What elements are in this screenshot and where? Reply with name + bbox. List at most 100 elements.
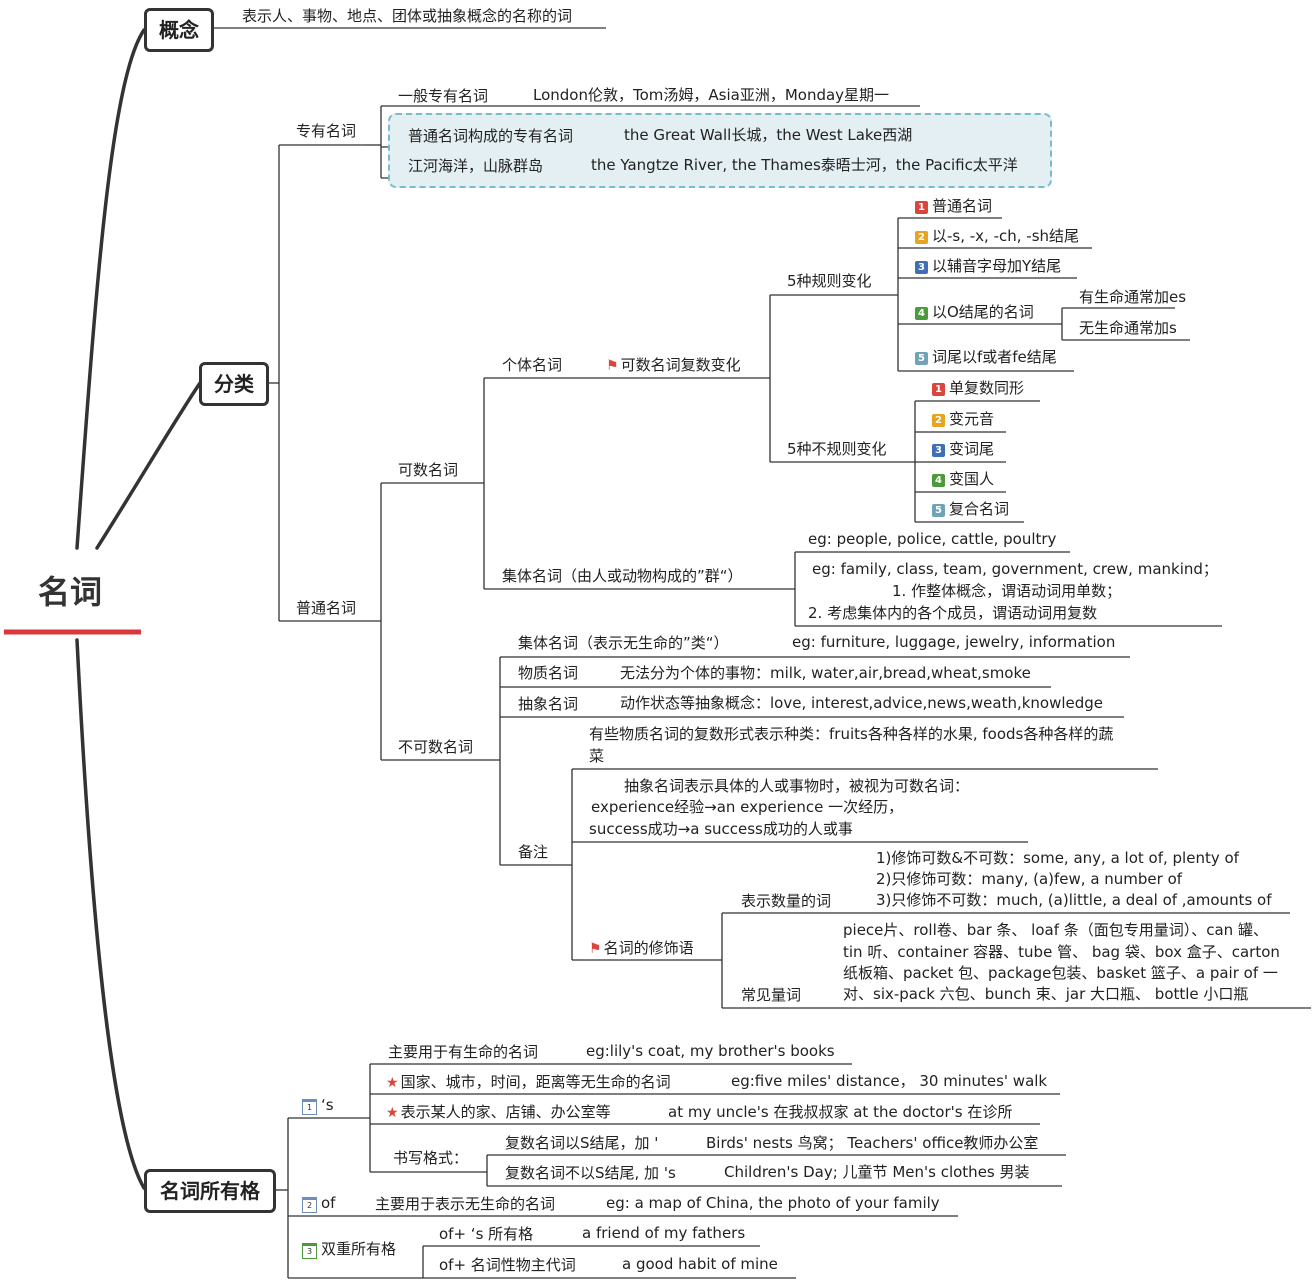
plural-change-node[interactable]: ⚑可数名词复数变化 [606, 355, 741, 376]
proper-item-3-label[interactable]: 江河海洋，山脉群岛 [408, 157, 544, 175]
topic-concept[interactable]: 概念 [144, 8, 214, 52]
s-item-2-label[interactable]: ★国家、城市，时间，距离等无生命的名词 [386, 1072, 671, 1093]
regular-item-2-label: 以-s, -x, -ch, -sh结尾 [932, 227, 1080, 245]
measure-line-3: 纸板箱、packet 包、package包装、basket 篮子、a pair … [843, 964, 1278, 982]
proper-item-2-label[interactable]: 普通名词构成的专有名词 [408, 127, 574, 145]
of-possessive-example: eg: a map of China, the photo of your fa… [606, 1194, 940, 1212]
double-item-1-label[interactable]: of+ ‘s 所有格 [439, 1225, 534, 1243]
topic-possessive[interactable]: 名词所有格 [144, 1169, 276, 1213]
writing-format-node[interactable]: 书写格式： [393, 1149, 469, 1167]
s-item-3-example: at my uncle's 在我叔叔家 at the doctor's 在诊所 [668, 1103, 1013, 1121]
uncountable-collective-example: eg: furniture, luggage, jewelry, informa… [792, 633, 1116, 651]
s-item-3-label[interactable]: ★表示某人的家、店铺、办公室等 [386, 1102, 611, 1123]
concept-text: 表示人、事物、地点、团体或抽象概念的名称的词 [242, 7, 573, 25]
regular-item-3-label: 以辅音字母加Y结尾 [932, 257, 1062, 275]
note-2-line-3: success成功→a success成功的人或事 [589, 820, 853, 838]
irregular-item-3[interactable]: 3 变词尾 [932, 439, 994, 459]
collective-eg-2-line-1: eg: family, class, team, government, cre… [812, 560, 1218, 578]
proper-item-2-example: the Great Wall长城，the West Lake西湖 [624, 126, 913, 144]
proper-item-3-example: the Yangtze River, the Thames泰晤士河，the Pa… [591, 156, 1018, 174]
s-possessive-label: ‘s [321, 1096, 334, 1114]
red-flag-icon: ⚑ [606, 358, 619, 374]
o-sub-inanimate[interactable]: 无生命通常加s [1079, 319, 1177, 337]
collective-eg-2-line-2: 1. 作整体概念，谓语动词用单数； [892, 582, 1122, 600]
s-item-1-label[interactable]: 主要用于有生命的名词 [388, 1043, 539, 1061]
priority-5-icon: 5 [932, 504, 945, 517]
priority-4-icon: 4 [932, 474, 945, 487]
irregular-item-5-label: 复合名词 [949, 500, 1010, 518]
red-star-icon: ★ [386, 1075, 399, 1091]
of-possessive-desc[interactable]: 主要用于表示无生命的名词 [375, 1195, 556, 1213]
calendar-icon: 2 [302, 1197, 317, 1213]
red-star-icon: ★ [386, 1105, 399, 1121]
topic-classify[interactable]: 分类 [199, 362, 269, 406]
uncountable-collective-label[interactable]: 集体名词（表示无生命的”类“） [518, 634, 729, 652]
irregular-item-4-label: 变国人 [949, 470, 995, 488]
material-noun-label[interactable]: 物质名词 [518, 664, 579, 682]
note-1-line-2: 菜 [589, 747, 605, 765]
priority-4-icon: 4 [915, 307, 928, 320]
double-item-1-example: a friend of my fathers [582, 1224, 746, 1242]
regular-item-4[interactable]: 4 以O结尾的名词 [915, 302, 1034, 322]
s-item-1-example: eg:lily's coat, my brother's books [586, 1042, 835, 1060]
irregular-item-1[interactable]: 1 单复数同形 [932, 378, 1024, 398]
root-topic[interactable]: 名词 [38, 573, 103, 611]
proper-item-1-label[interactable]: 一般专有名词 [398, 87, 489, 105]
measure-words-label[interactable]: 常见量词 [741, 986, 802, 1004]
common-noun-node[interactable]: 普通名词 [296, 599, 357, 617]
quantity-line-3: 3)只修饰不可数：much, (a)little, a deal of ,amo… [876, 891, 1272, 909]
notes-node[interactable]: 备注 [518, 843, 549, 861]
regular-item-4-label: 以O结尾的名词 [932, 303, 1034, 321]
highlight-boundary [388, 113, 1052, 188]
calendar-icon: 3 [302, 1243, 317, 1259]
double-item-2-label[interactable]: of+ 名词性物主代词 [439, 1256, 576, 1274]
regular-change-node[interactable]: 5种规则变化 [787, 272, 872, 290]
measure-line-4: 对、six-pack 六包、bunch 束、jar 大口瓶、 bottle 小口… [843, 985, 1249, 1003]
irregular-item-4[interactable]: 4 变国人 [932, 469, 994, 489]
uncountable-node[interactable]: 不可数名词 [398, 738, 474, 756]
modifiers-node[interactable]: ⚑名词的修饰语 [589, 938, 694, 959]
irregular-change-node[interactable]: 5种不规则变化 [787, 440, 887, 458]
measure-line-2: tin 听、container 容器、tube 管、 bag 袋、box 盒子、… [843, 943, 1280, 961]
plural-change-label: 可数名词复数变化 [620, 356, 741, 374]
note-2-line-1: 抽象名词表示具体的人或事物时，被视为可数名词： [624, 777, 970, 795]
double-item-2-example: a good habit of mine [622, 1255, 778, 1273]
irregular-item-2-label: 变元音 [949, 410, 995, 428]
proper-noun-node[interactable]: 专有名词 [296, 122, 357, 140]
s-item-3-text: 表示某人的家、店铺、办公室等 [400, 1103, 611, 1121]
writing-item-1-label[interactable]: 复数名词以S结尾，加 ' [505, 1134, 659, 1152]
writing-item-2-label[interactable]: 复数名词不以S结尾, 加 's [505, 1164, 676, 1182]
abstract-noun-label[interactable]: 抽象名词 [518, 695, 579, 713]
collective-countable-node[interactable]: 集体名词（由人或动物构成的”群“） [502, 567, 743, 585]
irregular-item-1-label: 单复数同形 [949, 379, 1025, 397]
quantity-line-2: 2)只修饰可数：many, (a)few, a number of [876, 870, 1183, 888]
modifiers-label: 名词的修饰语 [603, 939, 694, 957]
measure-line-1: piece片、roll卷、bar 条、 loaf 条（面包专用量词）、can 罐… [843, 921, 1268, 939]
calendar-icon: 1 [302, 1099, 317, 1115]
regular-item-1-label: 普通名词 [932, 197, 993, 215]
irregular-item-5[interactable]: 5 复合名词 [932, 499, 1009, 519]
o-sub-animate[interactable]: 有生命通常加es [1079, 288, 1187, 306]
individual-noun-node[interactable]: 个体名词 [502, 356, 563, 374]
note-1-line-1: 有些物质名词的复数形式表示种类：fruits各种各样的水果, foods各种各样… [589, 725, 1114, 743]
proper-item-1-example: London伦敦，Tom汤姆，Asia亚洲，Monday星期一 [533, 86, 890, 104]
priority-3-icon: 3 [932, 444, 945, 457]
material-noun-example: 无法分为个体的事物：milk, water,air,bread,wheat,sm… [620, 664, 1031, 682]
quantity-words-label[interactable]: 表示数量的词 [741, 892, 832, 910]
writing-item-1-example: Birds' nests 鸟窝； Teachers' office教师办公室 [706, 1134, 1039, 1152]
s-possessive-node[interactable]: 1‘s [302, 1095, 334, 1115]
countable-node[interactable]: 可数名词 [398, 461, 459, 479]
abstract-noun-example: 动作状态等抽象概念：love, interest,advice,news,wea… [620, 694, 1104, 712]
priority-1-icon: 1 [932, 383, 945, 396]
priority-5-icon: 5 [915, 352, 928, 365]
note-2-line-2: experience经验→an experience 一次经历， [591, 798, 904, 816]
collective-eg-1: eg: people, police, cattle, poultry [808, 530, 1057, 548]
irregular-item-3-label: 变词尾 [949, 440, 995, 458]
